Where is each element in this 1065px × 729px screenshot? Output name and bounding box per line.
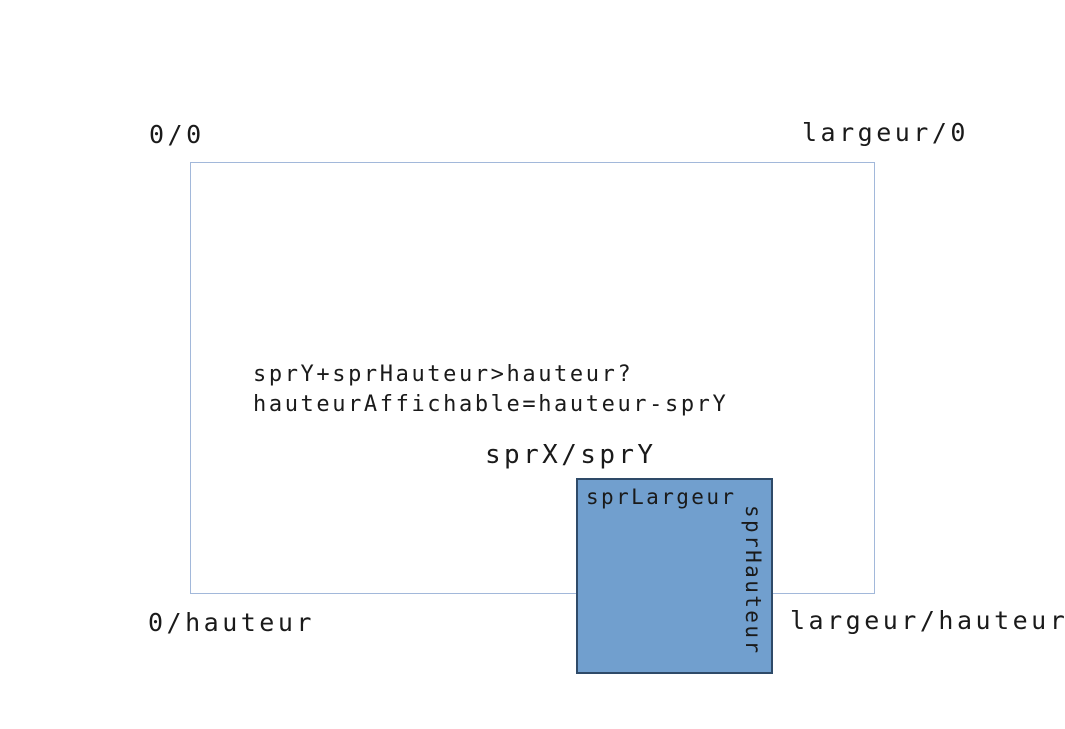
- corner-label-top-left: 0/0: [149, 120, 205, 149]
- screen-rectangle: [190, 162, 875, 594]
- corner-label-bottom-right: largeur/hauteur: [790, 606, 1065, 635]
- annotation-line-condition: sprY+sprHauteur>hauteur?: [253, 362, 634, 387]
- annotation-line-formula: hauteurAffichable=hauteur-sprY: [253, 392, 729, 417]
- sprite-rectangle: sprLargeur sprHauteur: [576, 478, 773, 674]
- corner-label-top-right: largeur/0: [802, 118, 969, 147]
- clipping-condition-annotation: sprY+sprHauteur>hauteur? hauteurAffichab…: [253, 360, 728, 420]
- sprite-width-label: sprLargeur: [586, 485, 737, 509]
- corner-label-bottom-left: 0/hauteur: [148, 608, 315, 637]
- sprite-position-label: sprX/sprY: [485, 440, 657, 470]
- sprite-height-label: sprHauteur: [741, 505, 765, 656]
